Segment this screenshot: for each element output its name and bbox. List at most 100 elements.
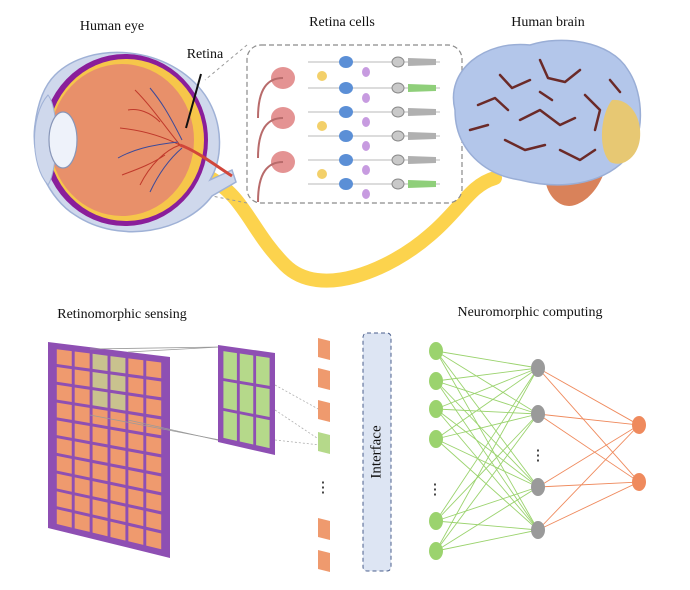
sensor-pixel: [110, 466, 126, 485]
amacrine-cell: [362, 141, 370, 151]
label-neuromorphic-computing: Neuromorphic computing: [457, 305, 602, 320]
input-hidden-edge: [435, 438, 539, 531]
amacrine-cell: [362, 117, 370, 127]
sensor-pixel: [74, 387, 90, 405]
input-hidden-edge: [435, 350, 539, 531]
sensor-pixel: [56, 491, 72, 510]
zoomed-pixel: [223, 351, 237, 381]
retina-pointer-line: [185, 73, 202, 129]
label-retina: Retina: [187, 47, 224, 62]
input-hidden-edge: [435, 350, 539, 415]
sensor-pixel: [92, 462, 108, 482]
sensor-pixel: [92, 517, 108, 537]
input-hidden-edge: [435, 408, 539, 488]
sensor-pixel: [128, 488, 144, 508]
photoreceptor-segment: [408, 108, 436, 116]
hidden-output-edge: [537, 481, 640, 531]
interface-box: [362, 332, 392, 572]
zoomed-pixel: [256, 386, 270, 418]
sensor-pixel: [128, 358, 144, 376]
sensor-pixel: [56, 349, 72, 367]
input-hidden-edge: [435, 408, 539, 531]
zoomed-pixel: [256, 355, 270, 386]
photoreceptor-segment: [408, 180, 436, 188]
input-hidden-edge: [435, 413, 539, 440]
optic-nerve-cable: [198, 168, 502, 288]
photoreceptor-segment: [408, 156, 436, 164]
sensor-pixel: [146, 473, 162, 493]
photoreceptor-body: [391, 154, 405, 166]
sensor-pixel: [74, 423, 90, 442]
ganglion-axon: [257, 117, 284, 159]
photoreceptor-segment: [408, 58, 436, 66]
sensor-pixel: [128, 525, 144, 545]
photoreceptor-body: [391, 82, 405, 94]
zoomed-pixel: [239, 414, 254, 445]
sensor-pixel: [74, 405, 90, 423]
input-hidden-edge: [435, 380, 539, 415]
hidden-output-edge: [537, 367, 640, 483]
input-hidden-edge: [435, 367, 539, 522]
sensor-pixel: [56, 438, 72, 456]
sensor-pixel: [56, 473, 72, 492]
sensor-pixel: [110, 503, 126, 523]
hidden-output-edge: [537, 413, 640, 483]
sensor-pixel: [110, 448, 126, 467]
sensor-pixel: [128, 432, 144, 451]
sensor-pixel: [74, 477, 90, 496]
photoreceptor-segment: [408, 84, 436, 92]
sensor-pixel: [146, 511, 162, 531]
sensor-pixel: [110, 484, 126, 504]
readout-pixel: [318, 432, 330, 454]
input-hidden-edge: [435, 413, 539, 552]
sensor-pixel: [146, 492, 162, 512]
input-neuron: [429, 430, 443, 448]
sensor-pixel: [74, 369, 90, 387]
sensor-pixel: [56, 420, 72, 438]
ganglion-axon: [257, 77, 284, 119]
readout-pixel: [318, 368, 330, 390]
label-retina-cells: Retina cells: [309, 15, 375, 30]
sensor-pixel: [92, 426, 108, 445]
input-hidden-edge: [435, 367, 539, 552]
readout-pixel: [318, 338, 330, 360]
input-hidden-edge: [435, 350, 539, 369]
input-hidden-edge: [435, 438, 539, 488]
zoomed-pixel: [223, 410, 237, 441]
input-hidden-edge: [435, 380, 539, 531]
bipolar-cell: [339, 82, 353, 94]
sensor-pixel: [146, 435, 162, 455]
sensor-pixel: [128, 395, 144, 414]
sensor-pixel: [74, 495, 90, 514]
sensor-pixel: [74, 351, 90, 369]
hidden-neuron: [531, 478, 545, 496]
photoreceptor-body: [391, 130, 405, 142]
sensor-pixel: [146, 398, 162, 417]
amacrine-cell: [362, 67, 370, 77]
ganglion-axon: [257, 161, 284, 203]
bipolar-cell: [339, 56, 353, 68]
input-hidden-edge: [435, 367, 539, 440]
label-human-eye: Human eye: [80, 19, 144, 34]
sensor-pixel: [128, 376, 144, 395]
input-neuron: [429, 512, 443, 530]
label-human-brain: Human brain: [511, 15, 584, 30]
photoreceptor-segment: [408, 132, 436, 140]
sensor-pixel: [110, 521, 126, 541]
hidden-output-edge: [537, 424, 640, 531]
horizontal-cell: [317, 71, 327, 81]
input-hidden-edge: [435, 367, 539, 382]
sensor-pixel: [56, 509, 72, 528]
bipolar-cell: [339, 130, 353, 142]
neural-network: [429, 342, 646, 560]
hidden-neuron: [531, 359, 545, 377]
horizontal-cell: [317, 121, 327, 131]
sensor-pixel: [110, 374, 126, 392]
sensor-pixel: [128, 507, 144, 527]
label-retinomorphic-sensing: Retinomorphic sensing: [57, 307, 187, 322]
sensor-pixel: [110, 356, 126, 374]
hidden-neuron: [531, 405, 545, 423]
interface-label: Interface: [368, 425, 384, 479]
hidden-output-edge: [537, 424, 640, 488]
input-hidden-edge: [435, 486, 539, 552]
